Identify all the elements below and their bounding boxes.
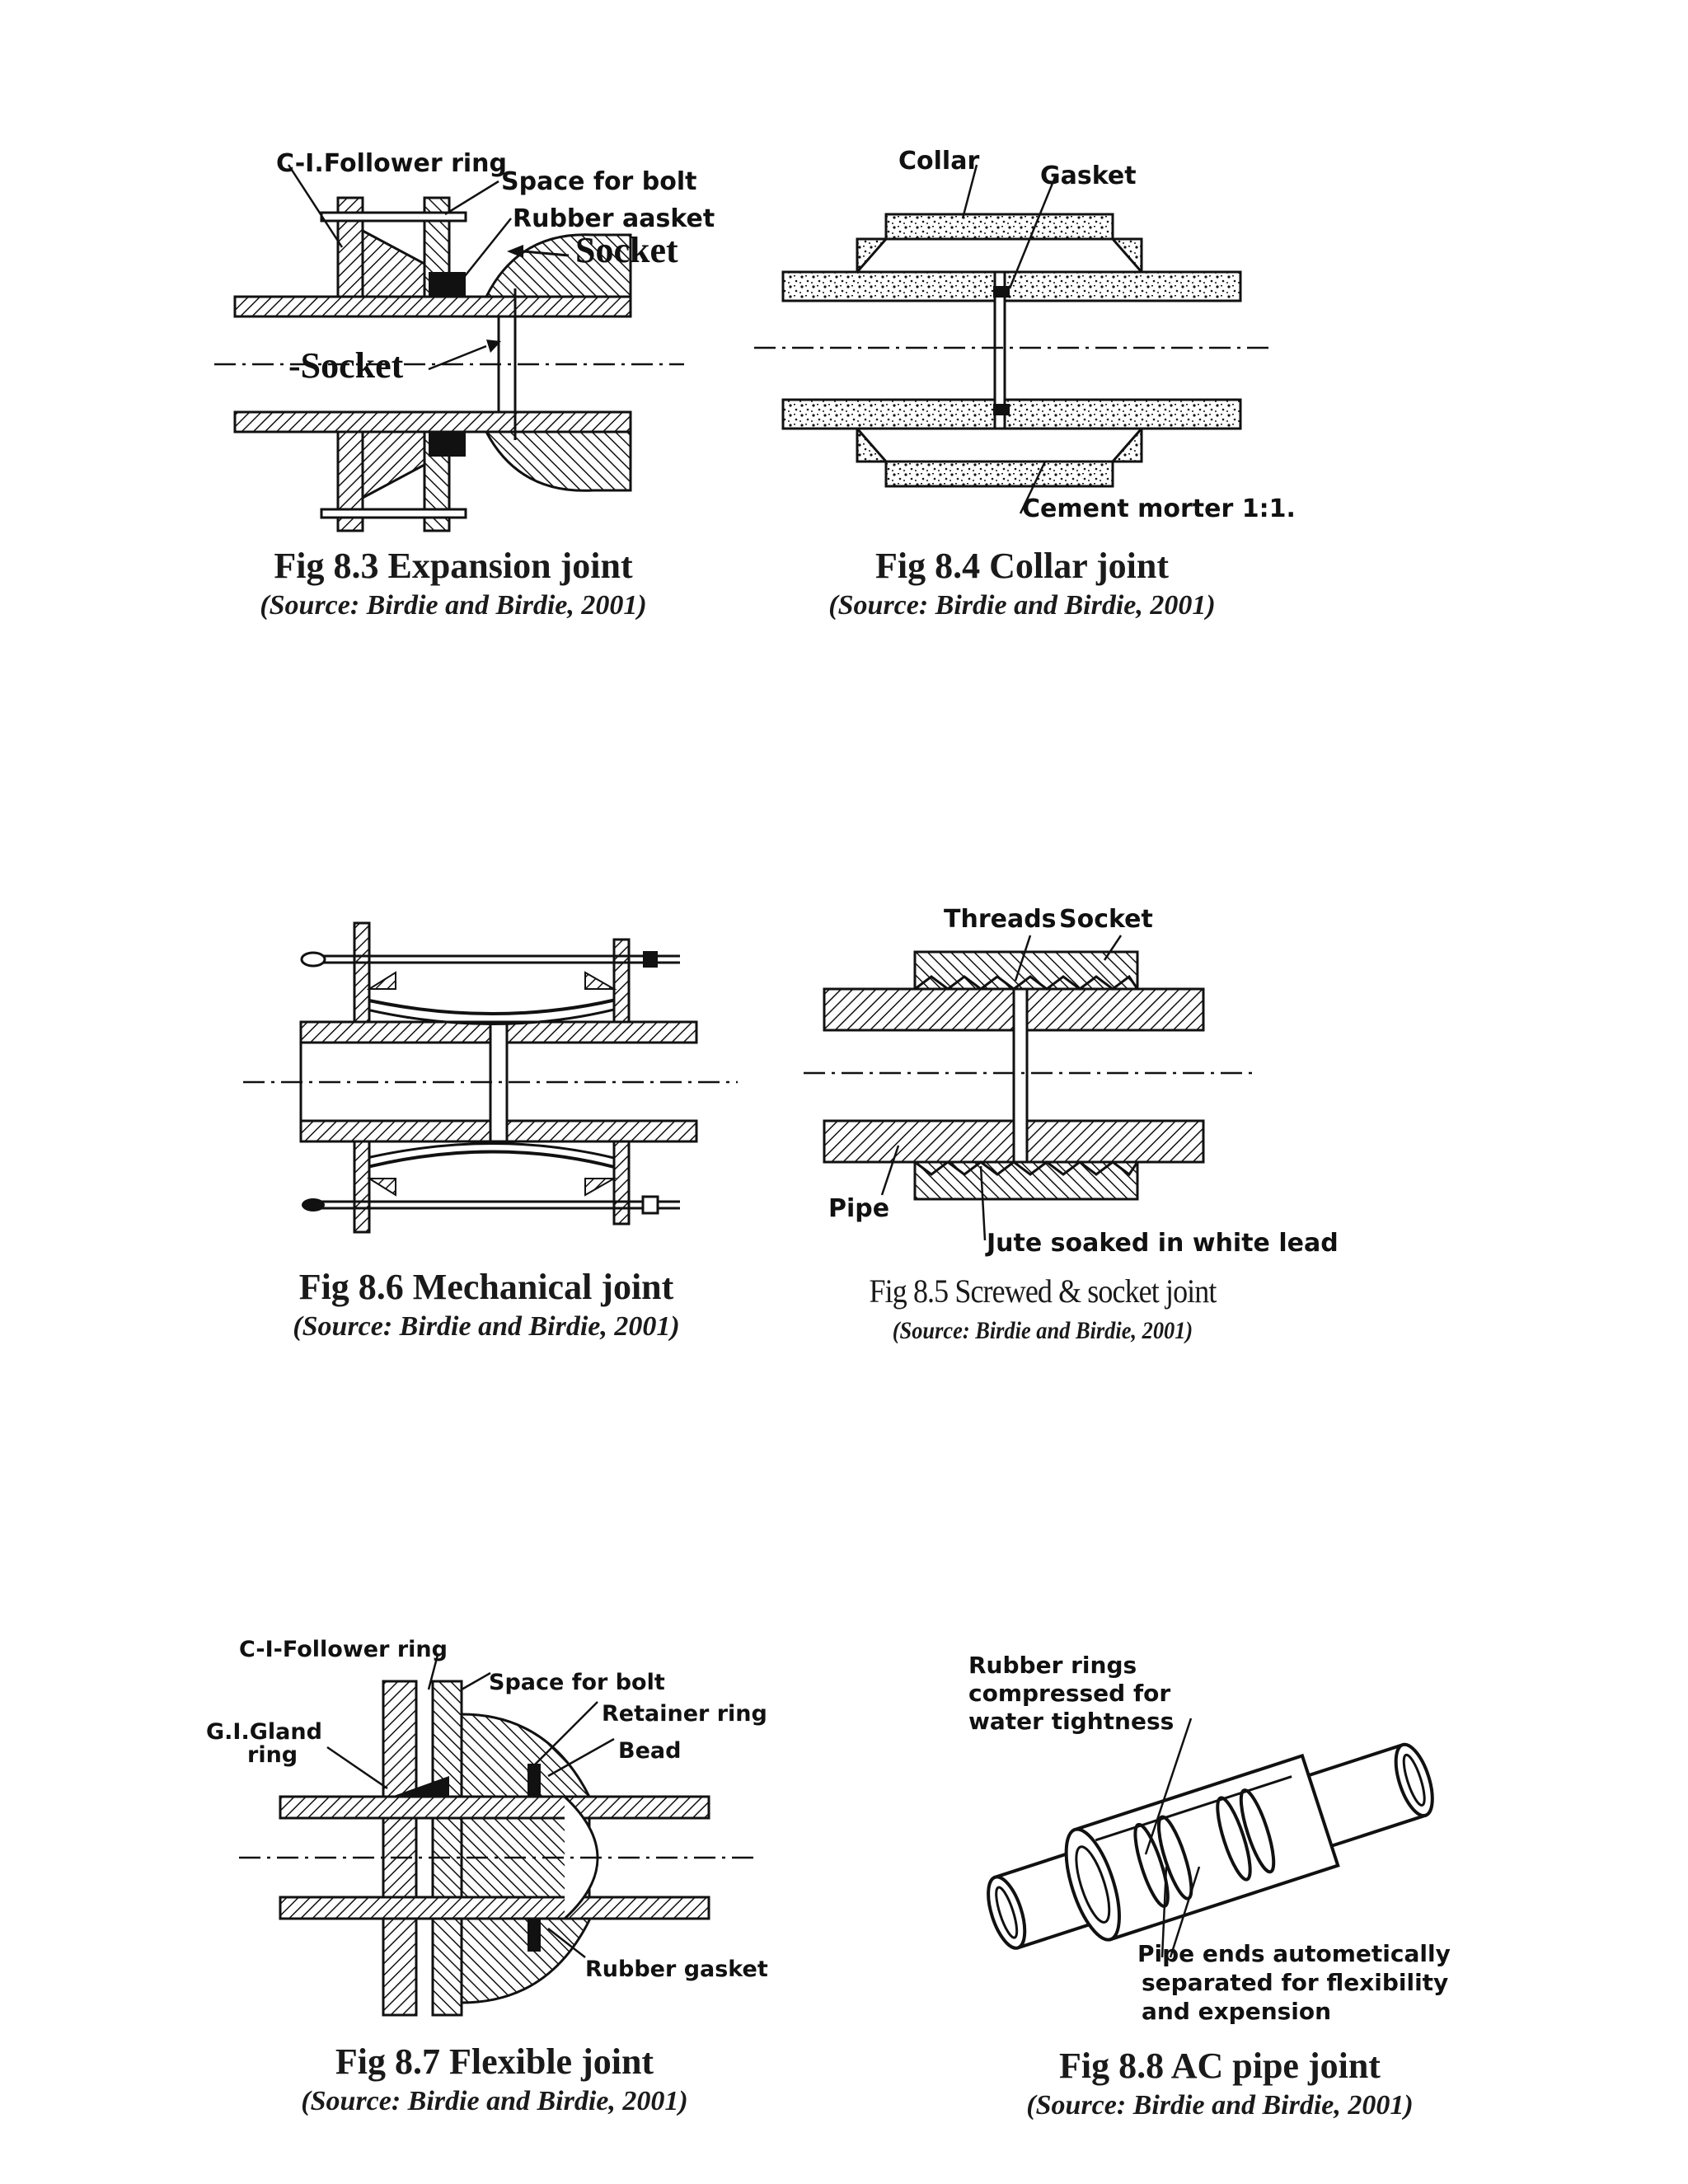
figure-flexible-joint: C-I-Follower ring Space for bolt Retaine…: [202, 1632, 795, 2027]
figure-collar-joint: Collar Gasket Cement morter 1:1.: [742, 136, 1302, 540]
label-rubber-rings: Rubber rings: [968, 1652, 1137, 1679]
label-pipe-ends: Pipe ends autometically: [1137, 1940, 1451, 1967]
label-threads: Threads: [944, 905, 1057, 934]
figure-screwed-socket-joint: Threads Socket Pipe Jute soaked in white…: [791, 898, 1339, 1269]
label-rubber-gasket: Rubber gasket: [585, 1957, 768, 1982]
caption-title: Fig 8.3 Expansion joint: [274, 546, 633, 586]
caption-fig88: Fig 8.8 AC pipe joint (Source: Birdie an…: [964, 2044, 1475, 2123]
label-pipe-ends-line3: and expension: [1142, 1998, 1331, 2025]
label-rubber-rings-line3: water tightness: [968, 1708, 1174, 1735]
label-rubber-rings-line2: compressed for: [968, 1680, 1170, 1707]
caption-fig83: Fig 8.3 Expansion joint (Source: Birdie …: [198, 544, 709, 623]
caption-fig84: Fig 8.4 Collar joint (Source: Birdie and…: [767, 544, 1278, 623]
figure-ac-pipe-joint: Rubber rings compressed for water tightn…: [964, 1644, 1492, 2040]
caption-title: Fig 8.7 Flexible joint: [335, 2041, 654, 2082]
label-retainer-ring: Retainer ring: [602, 1701, 767, 1727]
caption-fig85: Fig 8.5 Screwed & socket joint (Source: …: [791, 1269, 1294, 1348]
caption-source: (Source: Birdie and Birdie, 2001): [1026, 2090, 1414, 2121]
caption-source: (Source: Birdie and Birdie, 2001): [293, 1311, 680, 1342]
caption-source: (Source: Birdie and Birdie, 2001): [828, 590, 1216, 621]
caption-source: (Source: Birdie and Birdie, 2001): [260, 590, 647, 621]
label-gasket: Gasket: [1040, 162, 1137, 190]
expansion-joint-diagram: C-I.Follower ring Space for bolt Rubber …: [214, 149, 715, 532]
caption-title: Fig 8.8 AC pipe joint: [1059, 2046, 1381, 2086]
caption-title: Fig 8.6 Mechanical joint: [298, 1267, 674, 1307]
label-socket-left: -Socket: [288, 345, 404, 386]
mechanical-joint-diagram: [243, 921, 738, 1234]
label-space-for-bolt: Space for bolt: [501, 167, 697, 196]
label-follower-ring: C-I.Follower ring: [276, 149, 507, 178]
label-follower-ring: C-I-Follower ring: [239, 1637, 448, 1662]
label-gland-ring: G.I.Gland: [206, 1719, 322, 1745]
label-pipe-ends-line2: separated for flexibility: [1142, 1969, 1448, 1996]
label-pipe: Pipe: [828, 1194, 889, 1223]
label-bead: Bead: [618, 1738, 681, 1764]
label-gland-ring-line2: ring: [247, 1742, 298, 1768]
figure-expansion-joint: C-I.Follower ring Space for bolt Rubber …: [206, 140, 742, 552]
caption-fig87: Fig 8.7 Flexible joint (Source: Birdie a…: [239, 2040, 750, 2119]
flexible-joint-diagram: C-I-Follower ring Space for bolt Retaine…: [206, 1637, 768, 2017]
label-space-for-bolt: Space for bolt: [489, 1670, 665, 1695]
screwed-socket-joint-diagram: Threads Socket Pipe Jute soaked in white…: [804, 905, 1339, 1258]
label-socket-right: Socket: [575, 230, 678, 270]
label-cement-mortar: Cement morter 1:1.: [1022, 494, 1296, 523]
caption-fig86: Fig 8.6 Mechanical joint (Source: Birdie…: [231, 1265, 742, 1344]
label-rubber-gasket: Rubber aasket: [513, 204, 715, 233]
ac-pipe-joint-diagram: Rubber rings compressed for water tightn…: [968, 1652, 1451, 2025]
caption-source: (Source: Birdie and Birdie, 2001): [301, 2086, 688, 2116]
label-socket: Socket: [1059, 905, 1153, 934]
label-collar: Collar: [898, 147, 979, 176]
caption-title: Fig 8.4 Collar joint: [874, 546, 1170, 586]
collar-joint-diagram: Collar Gasket Cement morter 1:1.: [754, 147, 1296, 523]
label-jute: Jute soaked in white lead: [985, 1229, 1339, 1258]
caption-source: (Source: Birdie and Birdie, 2001): [892, 1317, 1193, 1344]
figure-mechanical-joint: [231, 921, 767, 1269]
caption-title: Fig 8.5 Screwed & socket joint: [869, 1272, 1217, 1310]
